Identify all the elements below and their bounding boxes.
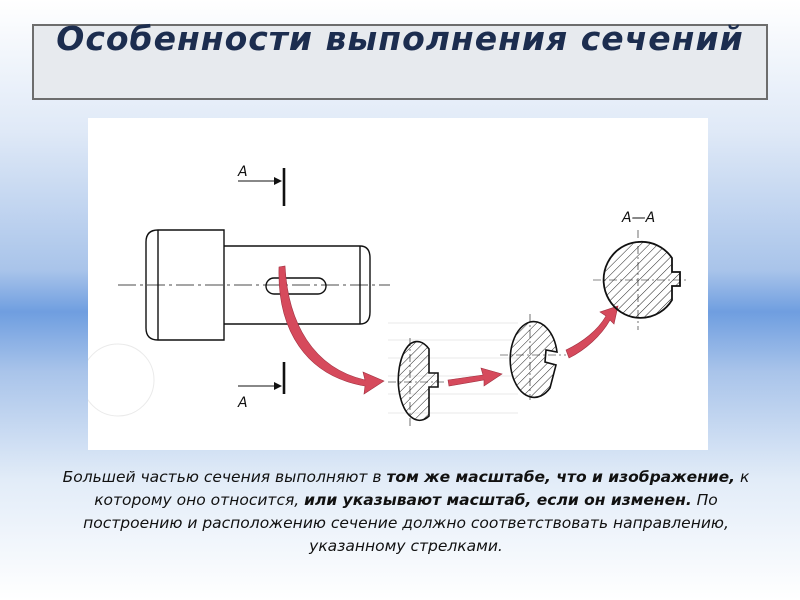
caption-part-3: По построению и расположению сечение дол… <box>83 491 729 555</box>
caption-part-1: Большей частью сечения выполняют в <box>62 468 387 486</box>
rotation-arrow-3 <box>565 305 619 359</box>
caption-text: Большей частью сечения выполняют в том ж… <box>56 466 756 558</box>
diagram-svg: А А А—А <box>88 164 688 426</box>
section-view-final <box>593 230 688 330</box>
slide-title: Особенности выполнения сечений <box>56 19 744 58</box>
cutting-plane-top <box>238 168 286 206</box>
section-view-1 <box>388 338 446 426</box>
caption-bold-1: том же масштабе, что и изображение, <box>386 468 736 486</box>
cutting-plane-bottom <box>238 362 286 394</box>
caption-bold-2: или указывают масштаб, если он изменен. <box>304 491 692 509</box>
label-a-top: А <box>237 164 248 180</box>
section-diagram: А А А—А <box>88 118 708 450</box>
title-box <box>32 24 768 100</box>
caption-part-2: к которому оно относится, <box>94 468 750 509</box>
section-view-2 <box>500 314 566 400</box>
shaft-part <box>145 229 371 341</box>
rotation-arrow-2 <box>447 367 503 387</box>
label-a-bottom: А <box>237 395 248 411</box>
rotation-arrow-1 <box>278 265 385 395</box>
label-section-a-a: А—А <box>621 210 655 226</box>
